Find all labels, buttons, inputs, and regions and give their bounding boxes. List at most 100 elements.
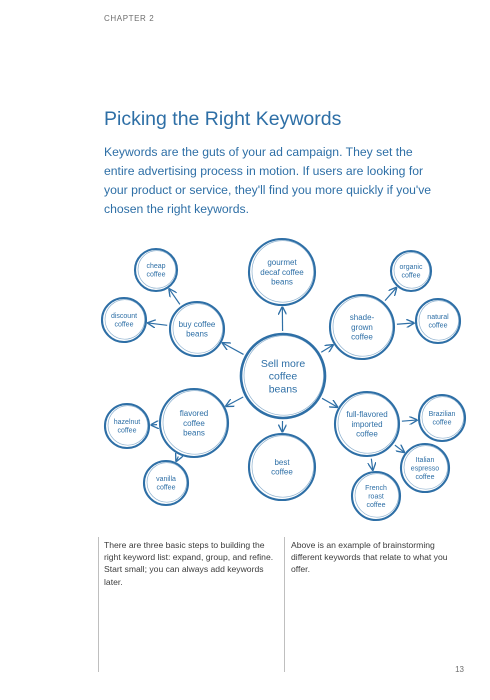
node-ring-inner xyxy=(107,405,148,446)
node-label: coffee xyxy=(269,371,298,383)
node-ring-inner xyxy=(146,462,187,503)
node-label: natural xyxy=(427,314,449,321)
caption-divider-right xyxy=(284,537,285,672)
connector-arrow-buy-discount xyxy=(149,323,168,325)
caption-right: Above is an example of brainstorming dif… xyxy=(291,540,448,575)
node-ring xyxy=(389,249,433,293)
node-label: discount xyxy=(111,313,137,320)
node-ring xyxy=(168,300,226,358)
connector-arrow-buy-cheap xyxy=(170,290,181,305)
node-ring xyxy=(133,247,179,293)
node-label: roast xyxy=(368,493,384,500)
node-label: French xyxy=(365,485,387,492)
node-ring xyxy=(350,470,402,522)
node-label: coffee xyxy=(115,322,134,329)
node-ring-inner xyxy=(172,303,223,354)
node-label: coffee xyxy=(433,420,452,427)
connector-arrow-center-shade xyxy=(320,345,332,353)
lead-paragraph: Keywords are the guts of your ad campaig… xyxy=(104,145,432,216)
node-ring-inner xyxy=(421,396,464,439)
node-label: beans xyxy=(269,383,298,395)
connector-arrow-center-fullflavored xyxy=(321,397,337,406)
node-ring xyxy=(247,432,317,502)
connector-arrow-center-buy xyxy=(223,343,244,355)
connector-arrow-flavored-vanilla xyxy=(177,457,179,461)
connector-arrow-center-flavored xyxy=(227,396,244,406)
node-label: coffee xyxy=(157,485,176,492)
mindmap-node-vanilla: vanilla coffee xyxy=(142,459,190,507)
node-label: espresso xyxy=(411,465,440,472)
node-label: buy coffee xyxy=(179,320,216,329)
connector-arrow-shade-organic xyxy=(384,288,396,302)
connector-arrow-fullflavored-italian xyxy=(394,445,404,452)
node-ring-inner xyxy=(354,473,399,518)
node-ring xyxy=(333,390,401,458)
node-label: Sell more xyxy=(261,358,306,370)
node-label: full-flavored xyxy=(346,410,387,419)
chapter-label: CHAPTER 2 xyxy=(104,14,155,23)
mindmap-node-brazilian: Brazilian coffee xyxy=(417,393,467,443)
node-ring xyxy=(417,393,467,443)
node-label: grown xyxy=(351,323,373,332)
mindmap-node-hazelnut: hazelnut coffee xyxy=(103,402,151,450)
node-ring xyxy=(103,402,151,450)
node-label: best xyxy=(274,458,290,467)
mindmap-node-discount: discount coffee xyxy=(100,296,148,344)
node-label: imported xyxy=(351,420,382,429)
node-label: coffee xyxy=(416,474,435,481)
node-label: coffee xyxy=(356,430,378,439)
mindmap-connectors xyxy=(149,288,416,469)
node-ring xyxy=(142,459,190,507)
node-ring xyxy=(247,237,317,307)
caption-divider-left xyxy=(98,537,99,672)
node-label: gourmet xyxy=(267,258,297,267)
node-ring xyxy=(239,332,327,420)
node-ring-inner xyxy=(137,250,176,289)
node-label: coffee xyxy=(118,428,137,435)
node-label: vanilla xyxy=(156,476,176,483)
mindmap-node-cheap: cheap coffee xyxy=(133,247,179,293)
node-label: beans xyxy=(186,330,208,339)
node-ring-inner xyxy=(337,393,398,454)
node-ring-inner xyxy=(403,445,448,490)
node-ring-inner xyxy=(251,435,314,498)
node-label: flavored xyxy=(180,409,208,418)
page-number: 13 xyxy=(455,665,464,674)
node-label: hazelnut xyxy=(114,419,141,426)
node-label: decaf coffee xyxy=(260,268,304,277)
node-label: shade- xyxy=(350,313,375,322)
node-ring xyxy=(399,442,451,494)
node-ring xyxy=(158,387,230,459)
node-label: cheap xyxy=(146,263,165,270)
page-title: Picking the Right Keywords xyxy=(104,108,342,130)
node-label: coffee xyxy=(367,502,386,509)
node-label: organic xyxy=(400,264,423,271)
node-ring xyxy=(414,297,462,345)
node-label: Brazilian xyxy=(429,411,456,418)
node-label: coffee xyxy=(183,419,205,428)
node-label: Italian xyxy=(416,457,435,464)
node-label: coffee xyxy=(351,333,373,342)
node-ring-inner xyxy=(104,299,145,340)
node-ring xyxy=(328,293,396,361)
node-ring-inner xyxy=(162,390,227,455)
mindmap-node-natural: natural coffee xyxy=(414,297,462,345)
caption-left: There are three basic steps to building … xyxy=(104,540,274,587)
node-ring-inner xyxy=(243,335,324,416)
connector-arrow-shade-natural xyxy=(396,323,413,324)
node-label: coffee xyxy=(429,323,448,330)
node-label: beans xyxy=(183,429,205,438)
node-label: coffee xyxy=(271,468,293,477)
node-label: coffee xyxy=(402,273,421,280)
node-label: coffee xyxy=(147,272,166,279)
node-ring-inner xyxy=(251,240,314,303)
